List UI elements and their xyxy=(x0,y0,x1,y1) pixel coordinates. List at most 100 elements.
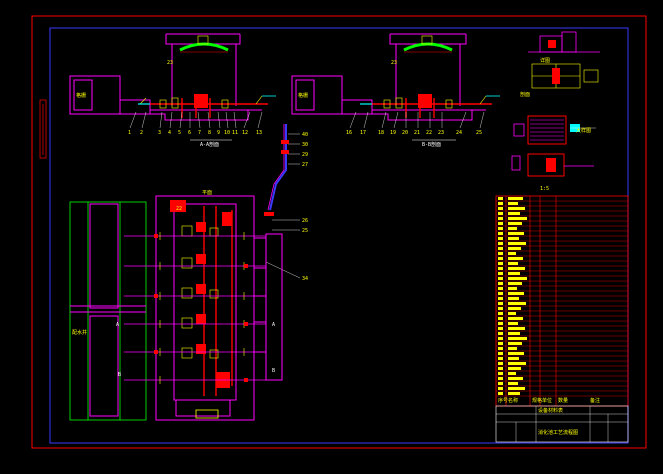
table-row-text-mark xyxy=(508,372,516,375)
table-row-text-mark xyxy=(508,227,517,230)
pipe-tag: 25 xyxy=(302,228,308,234)
section-b-tag: 20 xyxy=(402,130,408,136)
table-header-cell: 名称 xyxy=(508,397,518,404)
table-row-text-mark xyxy=(508,262,518,265)
section-a-tag: 3 xyxy=(158,130,161,136)
plan-arrow-a-right: A xyxy=(272,322,275,328)
detail-title: 详图 xyxy=(540,57,550,64)
section-b-room-label: 格栅 xyxy=(298,92,308,99)
table-row-number-mark xyxy=(498,277,503,280)
table-row-number-mark xyxy=(498,202,503,205)
plan-top-label: 平面 xyxy=(202,190,212,196)
outer-frame xyxy=(31,15,647,449)
table-row-text-mark xyxy=(508,282,522,285)
table-row-number-mark xyxy=(498,262,503,265)
table-row-number-mark xyxy=(498,317,503,320)
table-row-number-mark xyxy=(498,217,503,220)
table-header-cell: 规格 xyxy=(532,397,542,404)
table-row-number-mark xyxy=(498,197,503,200)
table-row-text-mark xyxy=(508,252,516,255)
section-a-tag: 5 xyxy=(178,130,181,136)
table-row-number-mark xyxy=(498,377,503,380)
table-row-number-mark xyxy=(498,372,503,375)
table-row-number-mark xyxy=(498,362,503,365)
section-a-tag: 6 xyxy=(188,130,191,136)
pipe-tag: 27 xyxy=(302,162,308,168)
pipe-tag: 34 xyxy=(302,276,308,282)
section-b-tag: 25 xyxy=(476,130,482,136)
table-row-number-mark xyxy=(498,342,503,345)
table-row-text-mark xyxy=(508,277,527,280)
table-row-number-mark xyxy=(498,302,503,305)
table-row-number-mark xyxy=(498,367,503,370)
table-row-number-mark xyxy=(498,237,503,240)
table-row-number-mark xyxy=(498,247,503,250)
table-row-text-mark xyxy=(508,217,527,220)
table-row-text-mark xyxy=(508,257,523,260)
table-row-text-mark xyxy=(508,272,520,275)
table-row-number-mark xyxy=(498,352,503,355)
table-row-text-mark xyxy=(508,232,524,235)
table-row-number-mark xyxy=(498,252,503,255)
table-row-number-mark xyxy=(498,392,503,395)
table-row-text-mark xyxy=(508,267,525,270)
section-a-tag: 1 xyxy=(128,130,131,136)
table-row-text-mark xyxy=(508,197,523,200)
section-b-tags: 16 17 18 19 20 21 22 23 24 25 B-B剖面 xyxy=(346,130,482,148)
table-row-number-mark xyxy=(498,232,503,235)
table-row-number-mark xyxy=(498,207,503,210)
plan-arrow-a-left: A xyxy=(116,322,119,328)
table-row-number-mark xyxy=(498,257,503,260)
section-a-upper-mark: 23 xyxy=(167,60,173,66)
section-b-tag: 24 xyxy=(456,130,462,136)
table-row-text-mark xyxy=(508,307,521,310)
table-row-number-mark xyxy=(498,227,503,230)
table-row-number-mark xyxy=(498,322,503,325)
table-row-text-mark xyxy=(508,222,522,225)
section-b-tag: 16 xyxy=(346,130,352,136)
section-b-title: B-B剖面 xyxy=(422,141,441,148)
table-row-number-mark xyxy=(498,382,503,385)
title-block: 设备材料表 消化池工艺流程图 xyxy=(495,405,629,443)
table-header-cell: 数量 xyxy=(558,397,568,404)
table-header-cell: 备注 xyxy=(590,397,600,404)
table-row-text-mark xyxy=(508,327,525,330)
table-row-text-mark xyxy=(508,367,521,370)
table-row-text-mark xyxy=(508,342,522,345)
section-a-tag: 10 xyxy=(224,130,230,136)
pipe-tag: 30 xyxy=(302,142,308,148)
table-row-number-mark xyxy=(498,307,503,310)
table-row-number-mark xyxy=(498,337,503,340)
section-b-tag: 17 xyxy=(360,130,366,136)
table-row-text-mark xyxy=(508,382,518,385)
section-b-tag: 22 xyxy=(426,130,432,136)
equipment-table: 序号 名称 规格 单位 数量 备注 xyxy=(495,195,629,407)
plan-view: 配水井 xyxy=(69,190,283,421)
table-row-text-mark xyxy=(508,387,525,390)
table-row-text-mark xyxy=(508,337,527,340)
section-a-tag: 7 xyxy=(198,130,201,136)
table-row-text-mark xyxy=(508,362,526,365)
title-block-label: 设备材料表 xyxy=(538,407,563,414)
plan-arrow-b-right: B xyxy=(272,368,275,374)
plan-left-label: 配水井 xyxy=(72,329,87,336)
table-row-number-mark xyxy=(498,332,503,335)
table-row-number-mark xyxy=(498,312,503,315)
table-row-number-mark xyxy=(498,212,503,215)
pipe-tag: 40 xyxy=(302,132,308,138)
section-a-tags: 1 2 3 4 5 6 7 8 9 10 11 12 13 A-A剖面 xyxy=(128,130,262,148)
section-a-room-label: 格栅 xyxy=(76,92,86,99)
table-row-number-mark xyxy=(498,357,503,360)
section-b-tag: 23 xyxy=(438,130,444,136)
table-row-number-mark xyxy=(498,222,503,225)
table-header-cell: 单位 xyxy=(542,397,552,404)
section-a-title: A-A剖面 xyxy=(200,141,219,148)
table-row-number-mark xyxy=(498,287,503,290)
table-row-text-mark xyxy=(508,207,525,210)
table-row-text-mark xyxy=(508,312,516,315)
table-row-number-mark xyxy=(498,267,503,270)
drawing-title: 消化池工艺流程图 xyxy=(538,429,578,436)
table-header-cell: 序号 xyxy=(498,397,508,404)
table-row-text-mark xyxy=(508,317,523,320)
